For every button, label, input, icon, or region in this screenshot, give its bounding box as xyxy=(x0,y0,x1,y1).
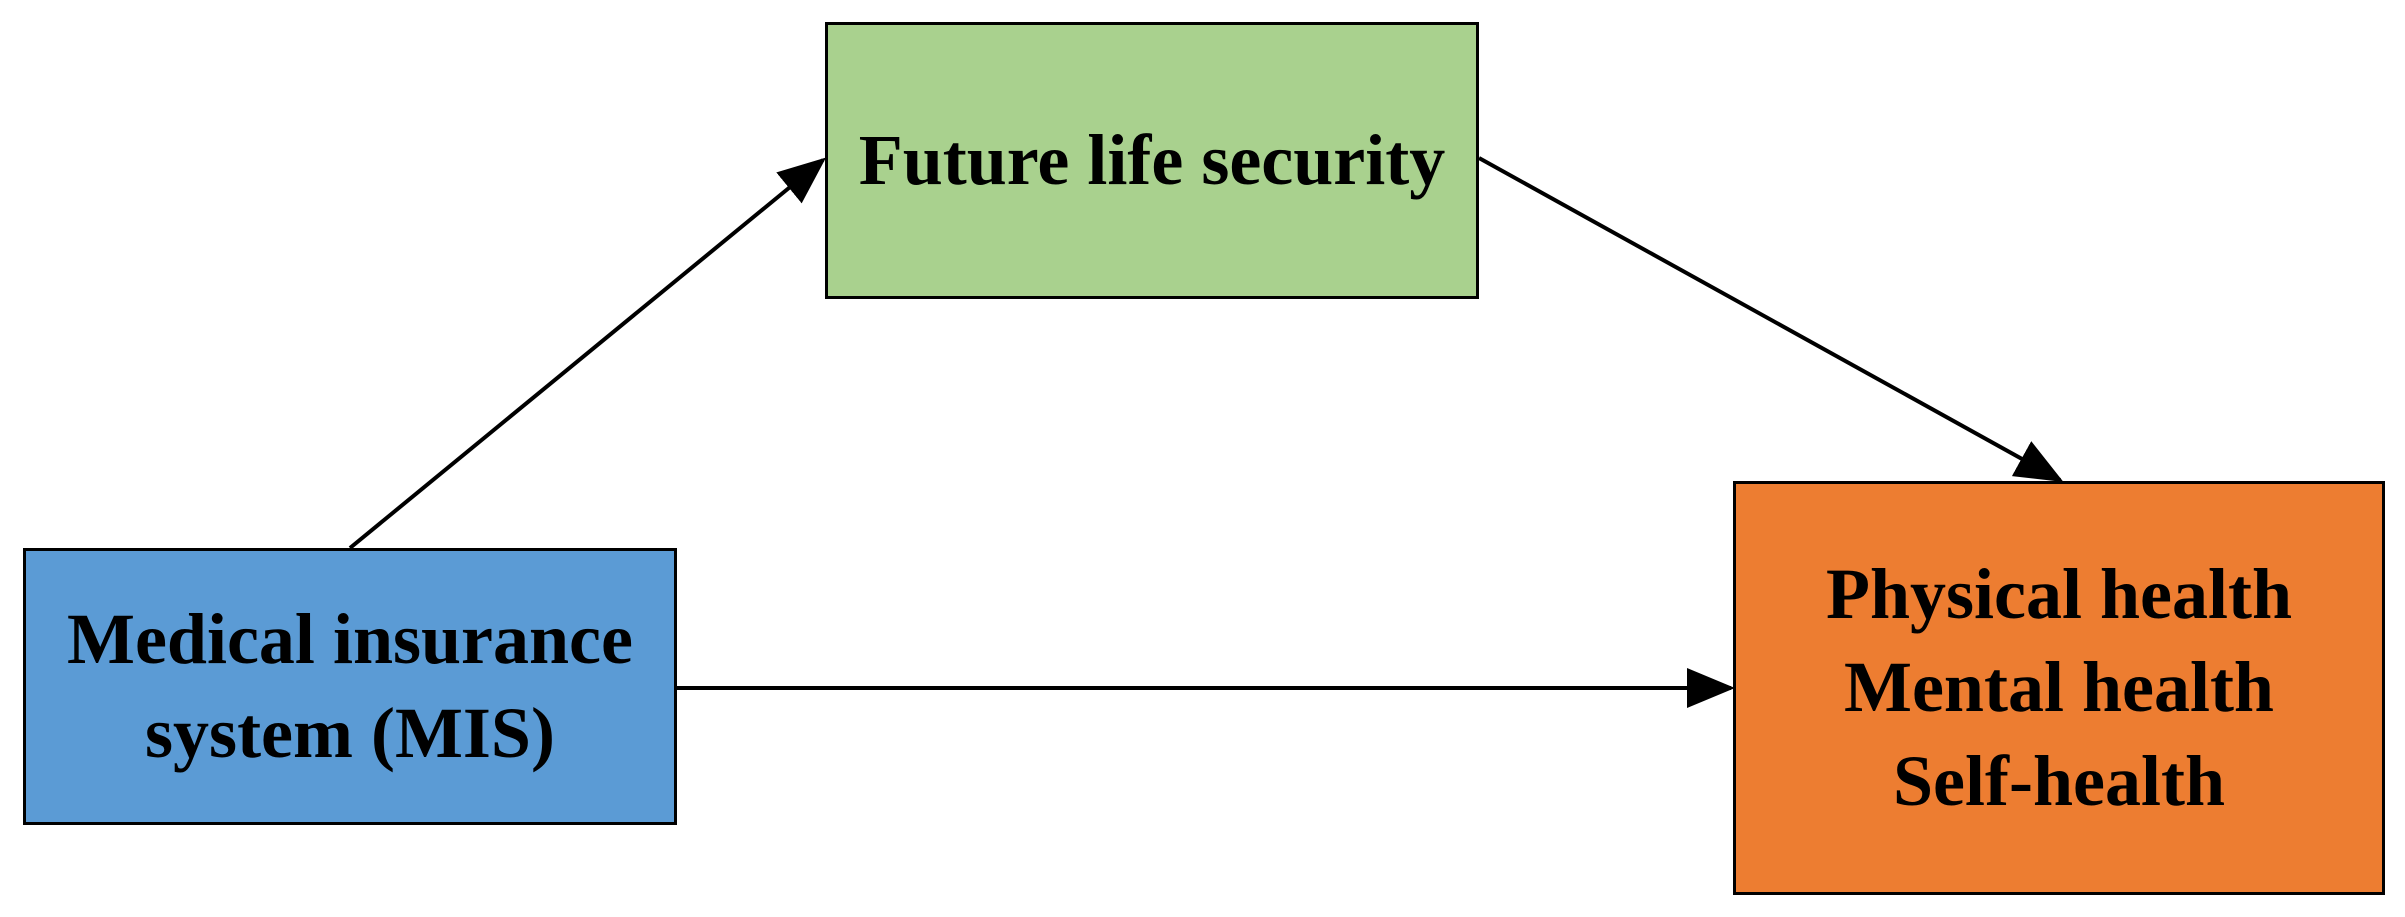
arrow-future-life-security-to-health-outcomes xyxy=(1478,156,2064,482)
arrow-mis-to-future-life-security xyxy=(348,157,827,550)
node-mis-line-1: Medical insurance xyxy=(67,598,633,679)
node-health-line-physical: Physical health xyxy=(1825,553,2293,634)
node-medical-insurance-system: Medical insurance system (MIS) xyxy=(23,548,677,825)
node-health-outcomes: Physical health Mental health Self-healt… xyxy=(1733,481,2385,895)
node-health-line-mental: Mental health xyxy=(1844,647,2274,728)
node-fls-line-1: Future life security xyxy=(858,119,1446,200)
node-health-line-self: Self-health xyxy=(1893,740,2225,821)
node-mis-line-2: system (MIS) xyxy=(145,692,555,773)
node-future-life-security: Future life security xyxy=(825,22,1479,299)
